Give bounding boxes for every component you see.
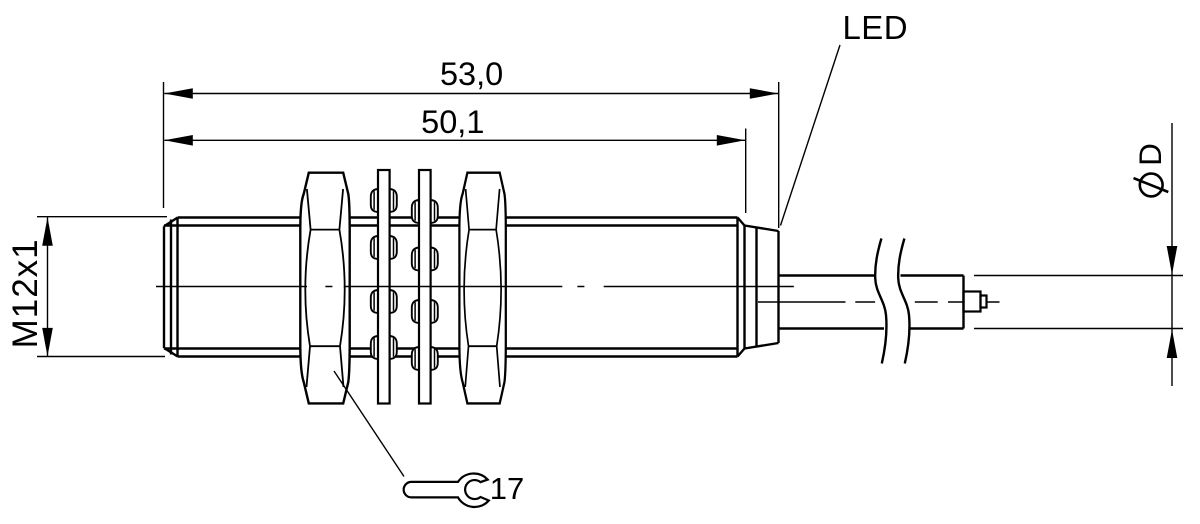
- svg-text:17: 17: [490, 471, 524, 506]
- svg-text:LED: LED: [842, 9, 908, 46]
- svg-text:50,1: 50,1: [421, 104, 484, 140]
- svg-text:D: D: [1132, 143, 1168, 166]
- svg-text:53,0: 53,0: [440, 56, 503, 92]
- svg-text:M12x1: M12x1: [6, 238, 45, 348]
